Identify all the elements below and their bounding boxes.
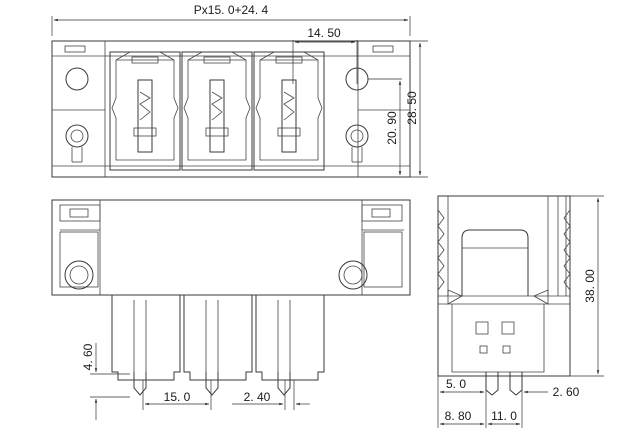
dim-height-outer: 28. 50: [405, 91, 419, 125]
dim-height-inner: 20. 90: [385, 111, 399, 145]
pin-front: [111, 294, 181, 396]
dim-pin-height: 4. 60: [81, 343, 95, 370]
dim-side-b: 2. 60: [553, 385, 580, 399]
top-view: [51, 40, 411, 178]
dim-pin-width: 2. 40: [244, 390, 271, 404]
dim-overall-width: Px15. 0+24. 4: [194, 3, 269, 17]
pin-front: [255, 294, 325, 396]
dim-pitch-top: 14. 50: [307, 26, 341, 40]
front-view: [51, 199, 411, 396]
dim-pitch-bottom: 15. 0: [164, 390, 191, 404]
dim-side-a: 5. 0: [446, 377, 466, 391]
dimension-lines: [51, 16, 604, 428]
socket-top: [109, 51, 181, 171]
pin-front: [183, 294, 253, 396]
dim-side-height: 38. 00: [583, 269, 597, 303]
socket-top: [181, 51, 253, 171]
socket-top: [253, 51, 325, 171]
dim-side-c: 8. 80: [445, 409, 472, 423]
side-view: [437, 195, 571, 396]
dim-side-d: 11. 0: [491, 409, 517, 423]
